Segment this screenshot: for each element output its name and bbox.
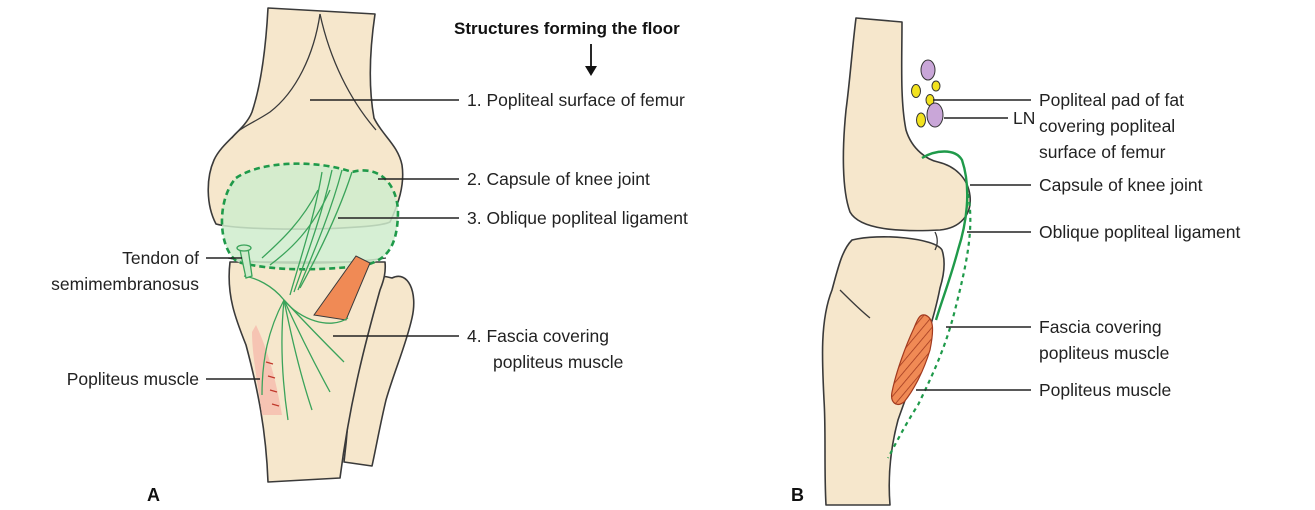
label-capsule-a: 2. Capsule of knee joint bbox=[467, 169, 650, 189]
panel-label-b: B bbox=[791, 485, 804, 505]
label-popliteal-surface: 1. Popliteal surface of femur bbox=[467, 90, 685, 110]
label-oblique-b: Oblique popliteal ligament bbox=[1039, 222, 1241, 242]
semimembranosus-tendon-end bbox=[237, 245, 251, 251]
label-tendon-2: semimembranosus bbox=[51, 274, 199, 294]
label-tendon-1: Tendon of bbox=[122, 248, 199, 268]
down-arrow-icon bbox=[585, 44, 597, 76]
label-fat-pad-3: surface of femur bbox=[1039, 142, 1166, 162]
lymph-node bbox=[927, 103, 943, 127]
panel-label-a: A bbox=[147, 485, 160, 505]
label-fascia-b-1: Fascia covering bbox=[1039, 317, 1162, 337]
label-fascia-b-2: popliteus muscle bbox=[1039, 343, 1169, 363]
label-fascia-a-2: popliteus muscle bbox=[493, 352, 623, 372]
label-oblique-a: 3. Oblique popliteal ligament bbox=[467, 208, 688, 228]
label-fat-pad-2: covering popliteal bbox=[1039, 116, 1175, 136]
fat-pad-lobule bbox=[912, 85, 921, 98]
fat-pad-lobule bbox=[932, 81, 940, 91]
label-popliteus-b: Popliteus muscle bbox=[1039, 380, 1171, 400]
label-capsule-b: Capsule of knee joint bbox=[1039, 175, 1203, 195]
fat-pad-lobule bbox=[917, 113, 926, 127]
lymph-node bbox=[921, 60, 935, 80]
femur-bone-b bbox=[843, 18, 970, 231]
label-fascia-a-1: 4. Fascia covering bbox=[467, 326, 609, 346]
label-lymph-node: LN bbox=[1013, 108, 1035, 128]
label-popliteus-a: Popliteus muscle bbox=[67, 369, 199, 389]
tibia-bone-b bbox=[822, 237, 944, 505]
floor-heading: Structures forming the floor bbox=[454, 19, 680, 38]
label-fat-pad-1: Popliteal pad of fat bbox=[1039, 90, 1184, 110]
figure-b: Popliteal pad of fat covering popliteal … bbox=[791, 18, 1241, 505]
figure-a: Structures forming the floor 1. Poplitea… bbox=[51, 8, 688, 505]
